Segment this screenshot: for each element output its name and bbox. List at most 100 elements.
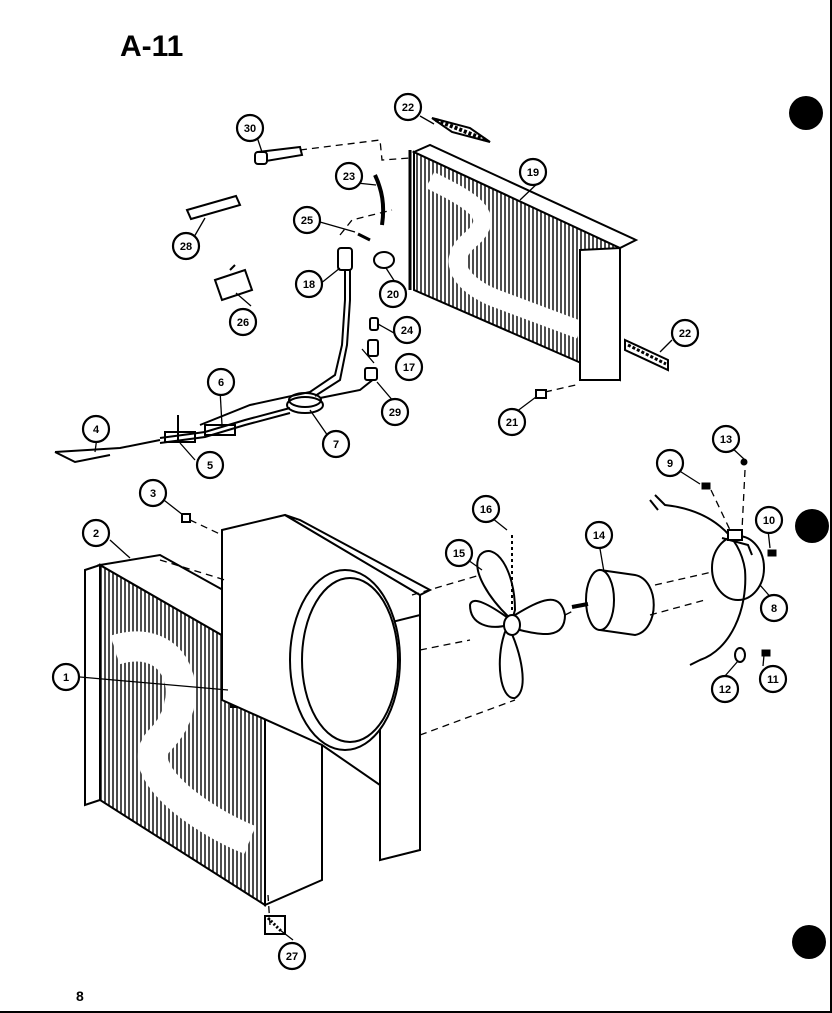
fan-shroud (221, 513, 433, 862)
callout-number: 30 (244, 123, 256, 135)
callout-circle (392, 315, 422, 345)
callout-circle (195, 450, 225, 480)
callout-number: 22 (679, 328, 691, 340)
callout-number: 21 (506, 417, 518, 429)
callout-circle (294, 269, 324, 299)
callout-number: 23 (343, 171, 355, 183)
callout-number: 10 (763, 515, 775, 527)
callout-number: 3 (150, 488, 156, 500)
callout-number: 14 (593, 530, 606, 542)
callout-18: 18 (294, 269, 324, 299)
callout-21: 21 (497, 407, 527, 437)
refrigerant-tubing (54, 255, 376, 464)
loose-parts (181, 145, 547, 935)
page-number: 8 (76, 988, 84, 1004)
callout-circle (277, 941, 307, 971)
callout-6: 6 (206, 367, 236, 397)
callout-17: 17 (394, 352, 424, 382)
callout-circle (292, 205, 322, 235)
callout-number: 27 (286, 951, 298, 963)
callout-24: 24 (392, 315, 422, 345)
callout-circle (670, 318, 700, 348)
callout-circle (334, 161, 364, 191)
callout-circle (759, 593, 789, 623)
diagram-title: A-11 (120, 30, 184, 63)
callout-number: 16 (480, 504, 492, 516)
callout-5: 5 (195, 450, 225, 480)
callout-circle (711, 424, 741, 454)
callout-number: 12 (719, 684, 731, 696)
hardware (701, 458, 777, 663)
callout-4: 4 (81, 414, 111, 444)
callout-23: 23 (334, 161, 364, 191)
callout-number: 11 (767, 674, 779, 686)
callout-circle (518, 157, 548, 187)
callout-number: 17 (403, 362, 415, 374)
callout-circle (206, 367, 236, 397)
callout-number: 2 (93, 528, 99, 540)
callout-circle (471, 494, 501, 524)
callout-circle (754, 505, 784, 535)
callout-circle (497, 407, 527, 437)
condenser-coil-upper (408, 143, 639, 382)
callout-circle (394, 352, 424, 382)
binder-hole-middle (795, 509, 829, 543)
callout-circle (710, 674, 740, 704)
callout-7: 7 (321, 429, 351, 459)
callout-number: 20 (387, 289, 399, 301)
callout-number: 6 (218, 377, 224, 389)
callout-10: 10 (754, 505, 784, 535)
callout-number: 7 (333, 439, 339, 451)
callout-number: 4 (93, 424, 100, 436)
callout-14: 14 (584, 520, 614, 550)
callout-number: 22 (402, 102, 414, 114)
callout-8: 8 (759, 593, 789, 623)
callout-27: 27 (277, 941, 307, 971)
fan-motor (571, 568, 655, 637)
callout-circle (228, 307, 258, 337)
callout-1: 1 (51, 662, 81, 692)
page-edge (830, 0, 832, 1013)
callout-28: 28 (171, 231, 201, 261)
callout-13: 13 (711, 424, 741, 454)
callout-number: 8 (771, 603, 777, 615)
callout-circle (321, 429, 351, 459)
callout-12: 12 (710, 674, 740, 704)
callout-number: 26 (237, 317, 249, 329)
callout-16: 16 (471, 494, 501, 524)
callout-circle (51, 662, 81, 692)
callout-circle (380, 397, 410, 427)
assembly-lines (159, 139, 746, 926)
callout-number: 15 (453, 548, 465, 560)
callout-20: 20 (378, 279, 408, 309)
callout-2: 2 (81, 518, 111, 548)
callout-circle (378, 279, 408, 309)
callout-circle (584, 520, 614, 550)
binder-hole-top (789, 96, 823, 130)
callout-26: 26 (228, 307, 258, 337)
callout-9: 9 (655, 448, 685, 478)
callout-30: 30 (235, 113, 265, 143)
callout-number: 28 (180, 241, 192, 253)
callout-circle (393, 92, 423, 122)
callout-19: 19 (518, 157, 548, 187)
callout-number: 1 (63, 672, 69, 684)
callout-29: 29 (380, 397, 410, 427)
callout-number: 19 (527, 167, 539, 179)
callout-number: 13 (720, 434, 732, 446)
binder-hole-bottom (792, 925, 826, 959)
callout-number: 9 (667, 458, 673, 470)
motor-mount-bracket (649, 494, 765, 666)
callout-circle (171, 231, 201, 261)
fan-blade (468, 535, 567, 699)
callout-3: 3 (138, 478, 168, 508)
coil-bracket-top (431, 117, 491, 143)
callout-circle (235, 113, 265, 143)
callout-number: 5 (207, 460, 213, 472)
callout-circle (138, 478, 168, 508)
callout-number: 25 (301, 215, 313, 227)
valve-body (337, 232, 395, 381)
callout-labels: 1234567891011121314151617181920212222232… (51, 92, 789, 971)
